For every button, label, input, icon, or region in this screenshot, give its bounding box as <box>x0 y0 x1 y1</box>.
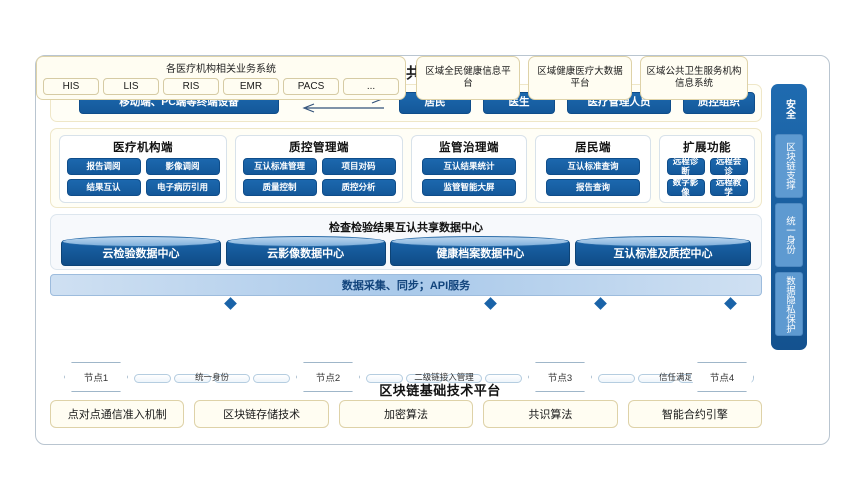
chain-link-icon <box>637 373 675 383</box>
blockchain-node-3[interactable]: 节点3 <box>528 362 592 392</box>
system-chip-his[interactable]: HIS <box>43 78 99 95</box>
data-center-panel: 检查检验结果互认共享数据中心 云检验数据中心 云影像数据中心 健康档案数据中心 … <box>50 214 762 270</box>
data-center-node-lab[interactable]: 云检验数据中心 <box>61 236 221 266</box>
module-item-result-mutual[interactable]: 结果互认 <box>66 179 141 196</box>
blockchain-node-1[interactable]: 节点1 <box>64 362 128 392</box>
chain-link-group-2: 二级链接入管理 <box>366 372 522 384</box>
module-item-report-view[interactable]: 报告调阅 <box>66 158 141 175</box>
hospital-systems-box: 各医疗机构相关业务系统 HIS LIS RIS EMR PACS ... <box>36 56 406 100</box>
module-item-standard-query[interactable]: 互认标准查询 <box>546 158 640 175</box>
module-item-standard-mgmt[interactable]: 互认标准管理 <box>242 158 317 175</box>
data-center-title: 检查检验结果互认共享数据中心 <box>329 222 483 234</box>
module-column-resident: 居民端 互认标准查询 报告查询 <box>535 135 651 203</box>
chain-label-identity: 统一身份 <box>194 372 229 382</box>
module-header: 质控管理端 <box>289 142 349 154</box>
sidebar-item-blockchain[interactable]: 区块链支撑 <box>775 134 803 198</box>
connector-diamond-icon <box>594 297 607 310</box>
module-item-project-code[interactable]: 项目对码 <box>321 158 396 175</box>
blockchain-node-chain: 节点1 统一身份 节点2 二级链接入管理 节点3 信任满足 节点4 区块链基础技… <box>50 358 762 398</box>
module-item-remote-diagnosis[interactable]: 远程诊断 <box>666 156 705 175</box>
module-item-remote-consult[interactable]: 远程会诊 <box>709 156 748 175</box>
modules-panel: 医疗机构端 报告调阅 影像调阅 结果互认 电子病历引用 质控管理端 互认标准管理… <box>50 128 762 208</box>
chain-label-trust: 信任满足 <box>658 372 693 382</box>
chain-link-icon <box>405 373 443 383</box>
tech-box-encryption[interactable]: 加密算法 <box>338 400 474 428</box>
sidebar-item-privacy[interactable]: 数据隐私保护 <box>775 272 803 336</box>
diagram-frame: 检验检查结果共享互认平台 移动端、PC端等终端设备 居民 医生 医疗管理人员 质… <box>35 55 830 445</box>
module-item-qc-analysis[interactable]: 质控分析 <box>321 179 396 196</box>
connector-diamond-icon <box>724 297 737 310</box>
blockchain-tech-row: 点对点通信准入机制 区块链存储技术 加密算法 共识算法 智能合约引擎 <box>50 400 763 428</box>
security-sidebar: 安全 区块链支撑 统一身份 数据隐私保护 <box>771 84 807 350</box>
tech-box-storage[interactable]: 区块链存储技术 <box>194 400 329 428</box>
module-column-supervision: 监管治理端 互认结果统计 监管智能大屏 <box>411 135 527 203</box>
platform-box-public-health[interactable]: 区域公共卫生服务机构信息系统 <box>640 56 748 100</box>
chain-link-group-1: 统一身份 <box>134 372 290 384</box>
data-center-node-imaging[interactable]: 云影像数据中心 <box>225 236 386 266</box>
chain-link-icon <box>134 373 171 383</box>
module-header: 扩展功能 <box>683 142 731 154</box>
module-item-quality-control[interactable]: 质量控制 <box>242 179 317 196</box>
blockchain-node-4[interactable]: 节点4 <box>690 362 754 392</box>
chain-link-icon <box>445 373 483 383</box>
blockchain-node-2[interactable]: 节点2 <box>296 362 360 392</box>
chain-link-icon <box>485 373 522 383</box>
system-chip-more[interactable]: ... <box>343 78 399 95</box>
chain-link-icon <box>366 373 403 383</box>
tech-box-p2p[interactable]: 点对点通信准入机制 <box>50 400 185 428</box>
api-service-band: 数据采集、同步；API服务 <box>50 274 762 296</box>
chain-link-icon <box>213 373 251 383</box>
module-item-smart-screen[interactable]: 监管智能大屏 <box>422 179 516 196</box>
sidebar-title: 安全 <box>783 99 795 119</box>
platform-box-big-data[interactable]: 区域健康医疗大数据平台 <box>528 56 632 100</box>
module-header: 监管治理端 <box>439 142 499 154</box>
system-chip-emr[interactable]: EMR <box>223 78 279 95</box>
systems-header: 各医疗机构相关业务系统 <box>166 64 276 75</box>
chain-link-icon <box>253 373 290 383</box>
module-item-emr-cite[interactable]: 电子病历引用 <box>145 179 220 196</box>
tech-box-consensus[interactable]: 共识算法 <box>483 400 618 428</box>
chain-link-icon <box>173 373 211 383</box>
systems-row: 各医疗机构相关业务系统 HIS LIS RIS EMR PACS ... 区域全… <box>36 56 748 100</box>
blockchain-platform-title: 区块链基础技术平台 <box>379 383 501 398</box>
system-chip-lis[interactable]: LIS <box>103 78 159 95</box>
module-item-remote-teaching[interactable]: 远程教学 <box>709 177 748 196</box>
module-column-medical-institution: 医疗机构端 报告调阅 影像调阅 结果互认 电子病历引用 <box>59 135 227 203</box>
connector-diamond-icon <box>224 297 237 310</box>
module-header: 居民端 <box>575 142 611 154</box>
module-column-extensions: 扩展功能 远程诊断 远程会诊 数字影像 远程教学 <box>659 135 755 203</box>
module-item-result-stats[interactable]: 互认结果统计 <box>422 158 516 175</box>
tech-box-smart-contract[interactable]: 智能合约引擎 <box>627 400 763 428</box>
platform-box-health-info[interactable]: 区域全民健康信息平台 <box>416 56 520 100</box>
system-chip-ris[interactable]: RIS <box>163 78 219 95</box>
data-center-node-health-record[interactable]: 健康档案数据中心 <box>390 236 571 266</box>
chain-label-access-mgmt: 二级链接入管理 <box>414 372 474 382</box>
data-center-node-standard-qc[interactable]: 互认标准及质控中心 <box>574 236 751 266</box>
sidebar-item-identity[interactable]: 统一身份 <box>775 203 803 267</box>
module-item-digital-imaging[interactable]: 数字影像 <box>666 177 705 196</box>
system-chip-pacs[interactable]: PACS <box>283 78 339 95</box>
chain-link-icon <box>598 373 635 383</box>
module-item-report-query[interactable]: 报告查询 <box>546 179 640 196</box>
module-header: 医疗机构端 <box>113 142 173 154</box>
module-item-image-view[interactable]: 影像调阅 <box>145 158 220 175</box>
connector-diamond-icon <box>484 297 497 310</box>
module-column-qc-management: 质控管理端 互认标准管理 项目对码 质量控制 质控分析 <box>235 135 403 203</box>
